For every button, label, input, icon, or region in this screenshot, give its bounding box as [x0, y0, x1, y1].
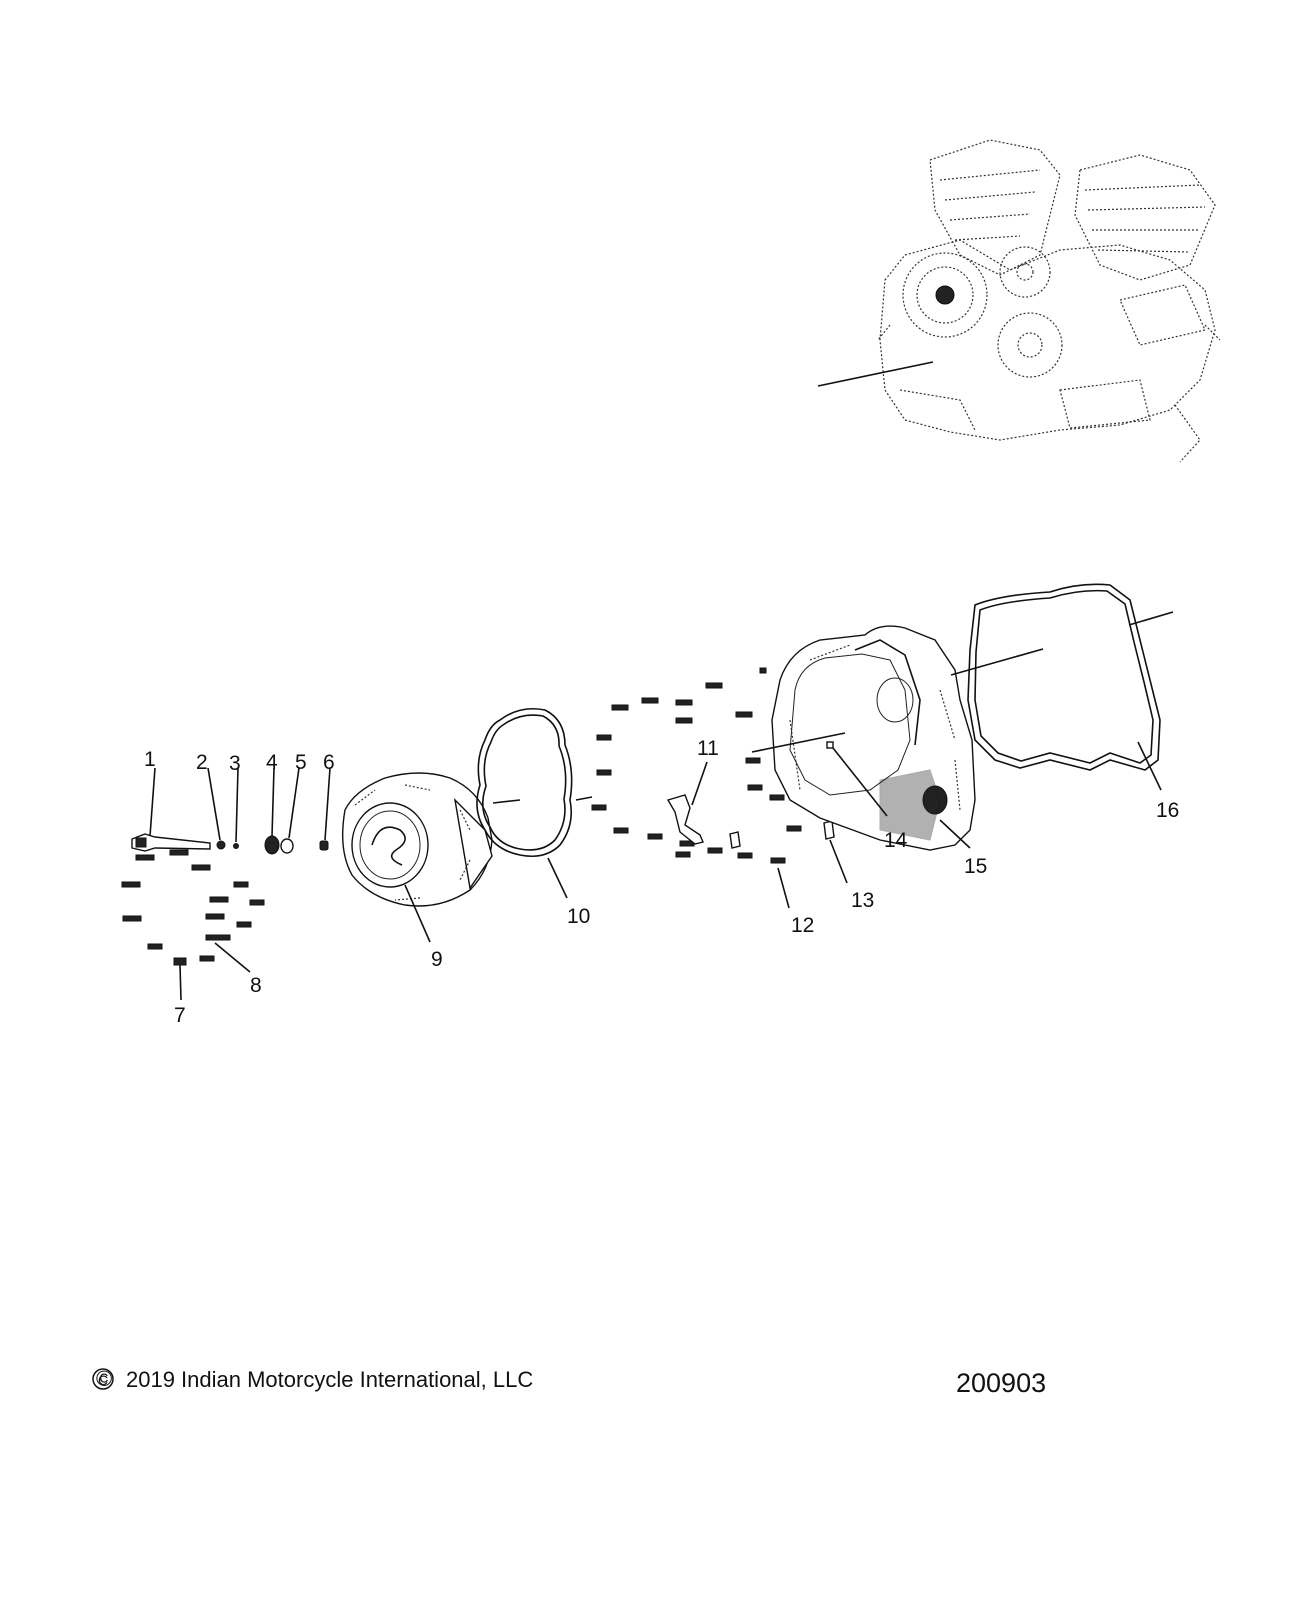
- part-10-derby-gasket: [476, 707, 593, 899]
- part-8-screws: [121, 849, 265, 973]
- part-2-nut: [207, 767, 226, 850]
- part-15-inner-primary-cover: [751, 625, 976, 851]
- part-9-derby-cover: [341, 772, 493, 943]
- engine-overview-illustration: [817, 139, 1221, 463]
- footer: © C 2019 Indian Motorcycle International…: [92, 1366, 1046, 1398]
- drawing-number: 200903: [956, 1368, 1046, 1398]
- callout-14: 14: [884, 829, 908, 852]
- part-12-screws: [591, 667, 802, 909]
- callout-10: 10: [567, 905, 590, 928]
- part-11-bracket: [666, 761, 708, 845]
- part-4-bushing: [264, 767, 280, 855]
- callout-6: 6: [323, 751, 335, 774]
- copyright-text: 2019 Indian Motorcycle International, LL…: [126, 1367, 533, 1392]
- callout-11: 11: [697, 737, 719, 760]
- part-1-shaft: [131, 767, 211, 852]
- part-washer-small: [729, 831, 741, 849]
- part-3-washer: [233, 767, 239, 849]
- callout-4: 4: [266, 751, 278, 774]
- part-16-primary-gasket: [950, 583, 1174, 791]
- callout-13: 13: [851, 889, 874, 912]
- part-6-plug: [319, 767, 331, 851]
- copyright-icon: [92, 1368, 114, 1390]
- callout-5: 5: [295, 751, 307, 774]
- callout-12: 12: [791, 914, 814, 937]
- callout-2: 2: [196, 751, 208, 774]
- callout-3: 3: [229, 752, 241, 775]
- svg-text:C: C: [98, 1372, 108, 1388]
- callout-16: 16: [1156, 799, 1179, 822]
- callout-7: 7: [174, 1004, 186, 1027]
- callout-1: 1: [144, 748, 156, 771]
- part-5-cap-nut: [280, 767, 300, 854]
- callout-9: 9: [431, 948, 443, 971]
- callout-labels: 1 2 3 4 5 6 7 8 9 10 11 12 13 14 15 16: [144, 737, 1179, 1027]
- callout-15: 15: [964, 855, 987, 878]
- callout-8: 8: [250, 974, 262, 997]
- copyright-symbol: ©: [96, 1366, 112, 1391]
- part-13-clip: [823, 820, 848, 884]
- part-7-screw: [173, 957, 187, 1001]
